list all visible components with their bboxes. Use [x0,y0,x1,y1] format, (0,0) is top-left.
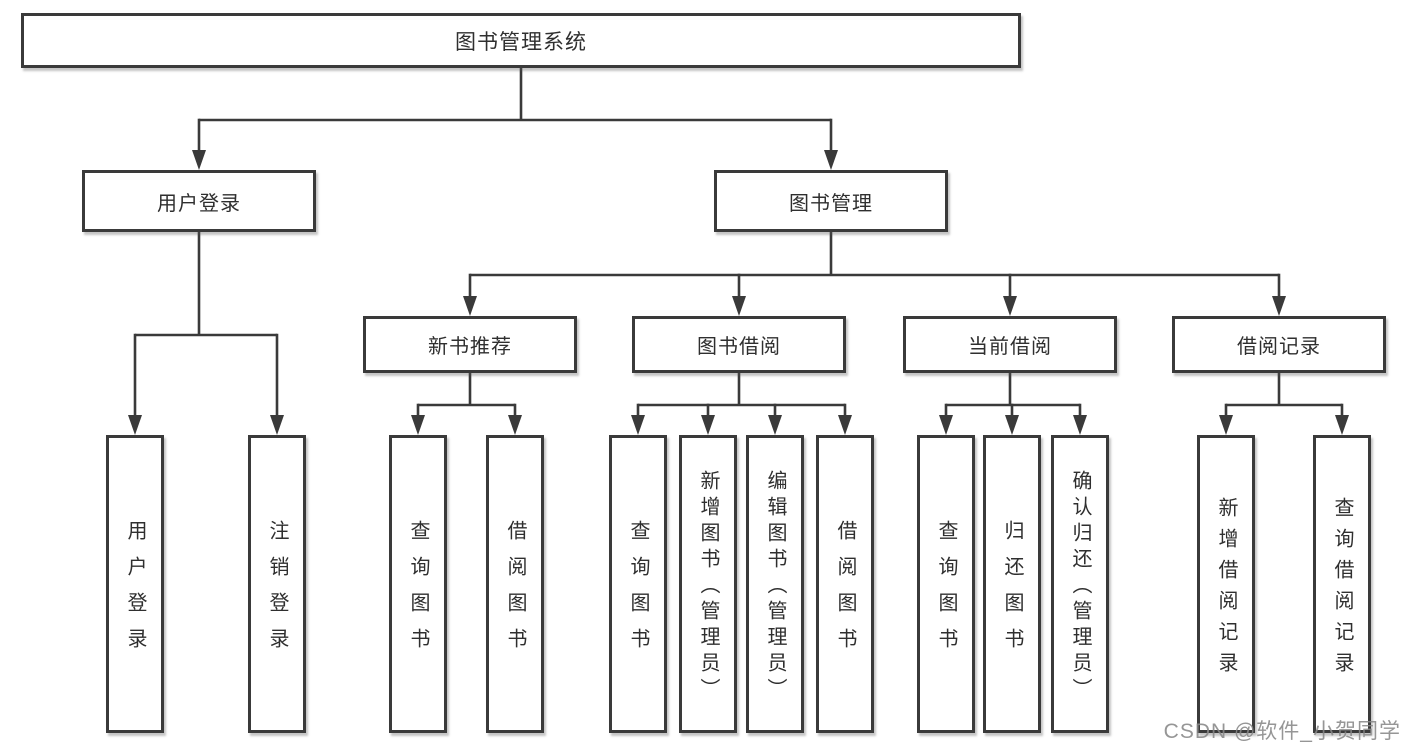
root-node-label: 图书管理系统 [455,30,587,54]
leaf-edit-books-admin: 编辑图书（管理员） [746,435,804,733]
leaf-borrow-books-1-label: 借阅图书 [504,520,526,664]
leaf-add-books-admin: 新增图书（管理员） [679,435,737,733]
leaf-add-borrow-record-label: 新增借阅记录 [1215,496,1237,683]
node-book-borrowing: 图书借阅 [632,316,846,373]
leaf-logout-label: 注销登录 [266,520,288,664]
leaf-user-login: 用户登录 [106,435,164,733]
node-borrowing-records: 借阅记录 [1172,316,1386,373]
leaf-return-books-label: 归还图书 [1001,520,1023,664]
leaf-add-borrow-record: 新增借阅记录 [1197,435,1255,733]
node-book-management: 图书管理 [714,170,948,232]
leaf-query-books-1-label: 查询图书 [407,520,429,664]
leaf-borrow-books-2: 借阅图书 [816,435,874,733]
leaf-confirm-return-admin-label: 确认归还（管理员） [1069,470,1091,704]
node-new-book-recommendation-label: 新书推荐 [428,336,512,358]
leaf-query-borrow-record: 查询借阅记录 [1313,435,1371,733]
leaf-logout: 注销登录 [248,435,306,733]
node-book-management-label: 图书管理 [789,192,873,215]
leaf-user-login-label: 用户登录 [124,520,146,664]
leaf-query-books-3-label: 查询图书 [935,520,957,664]
node-borrowing-records-label: 借阅记录 [1237,336,1321,358]
leaf-query-books-3: 查询图书 [917,435,975,733]
csdn-watermark: CSDN @软件_小贺同学 [1163,720,1401,743]
leaf-query-books-1: 查询图书 [389,435,447,733]
leaf-query-borrow-record-label: 查询借阅记录 [1331,496,1353,683]
leaf-borrow-books-1: 借阅图书 [486,435,544,733]
leaf-add-books-admin-label: 新增图书（管理员） [697,470,719,704]
node-book-borrowing-label: 图书借阅 [697,336,781,358]
node-current-borrowing: 当前借阅 [903,316,1117,373]
root-node-library-management-system: 图书管理系统 [21,13,1021,68]
node-current-borrowing-label: 当前借阅 [968,336,1052,358]
leaf-edit-books-admin-label: 编辑图书（管理员） [764,470,786,704]
leaf-query-books-2-label: 查询图书 [627,520,649,664]
node-new-book-recommendation: 新书推荐 [363,316,577,373]
leaf-return-books: 归还图书 [983,435,1041,733]
leaf-borrow-books-2-label: 借阅图书 [834,520,856,664]
leaf-query-books-2: 查询图书 [609,435,667,733]
node-user-login: 用户登录 [82,170,316,232]
node-user-login-label: 用户登录 [157,192,241,215]
leaf-confirm-return-admin: 确认归还（管理员） [1051,435,1109,733]
